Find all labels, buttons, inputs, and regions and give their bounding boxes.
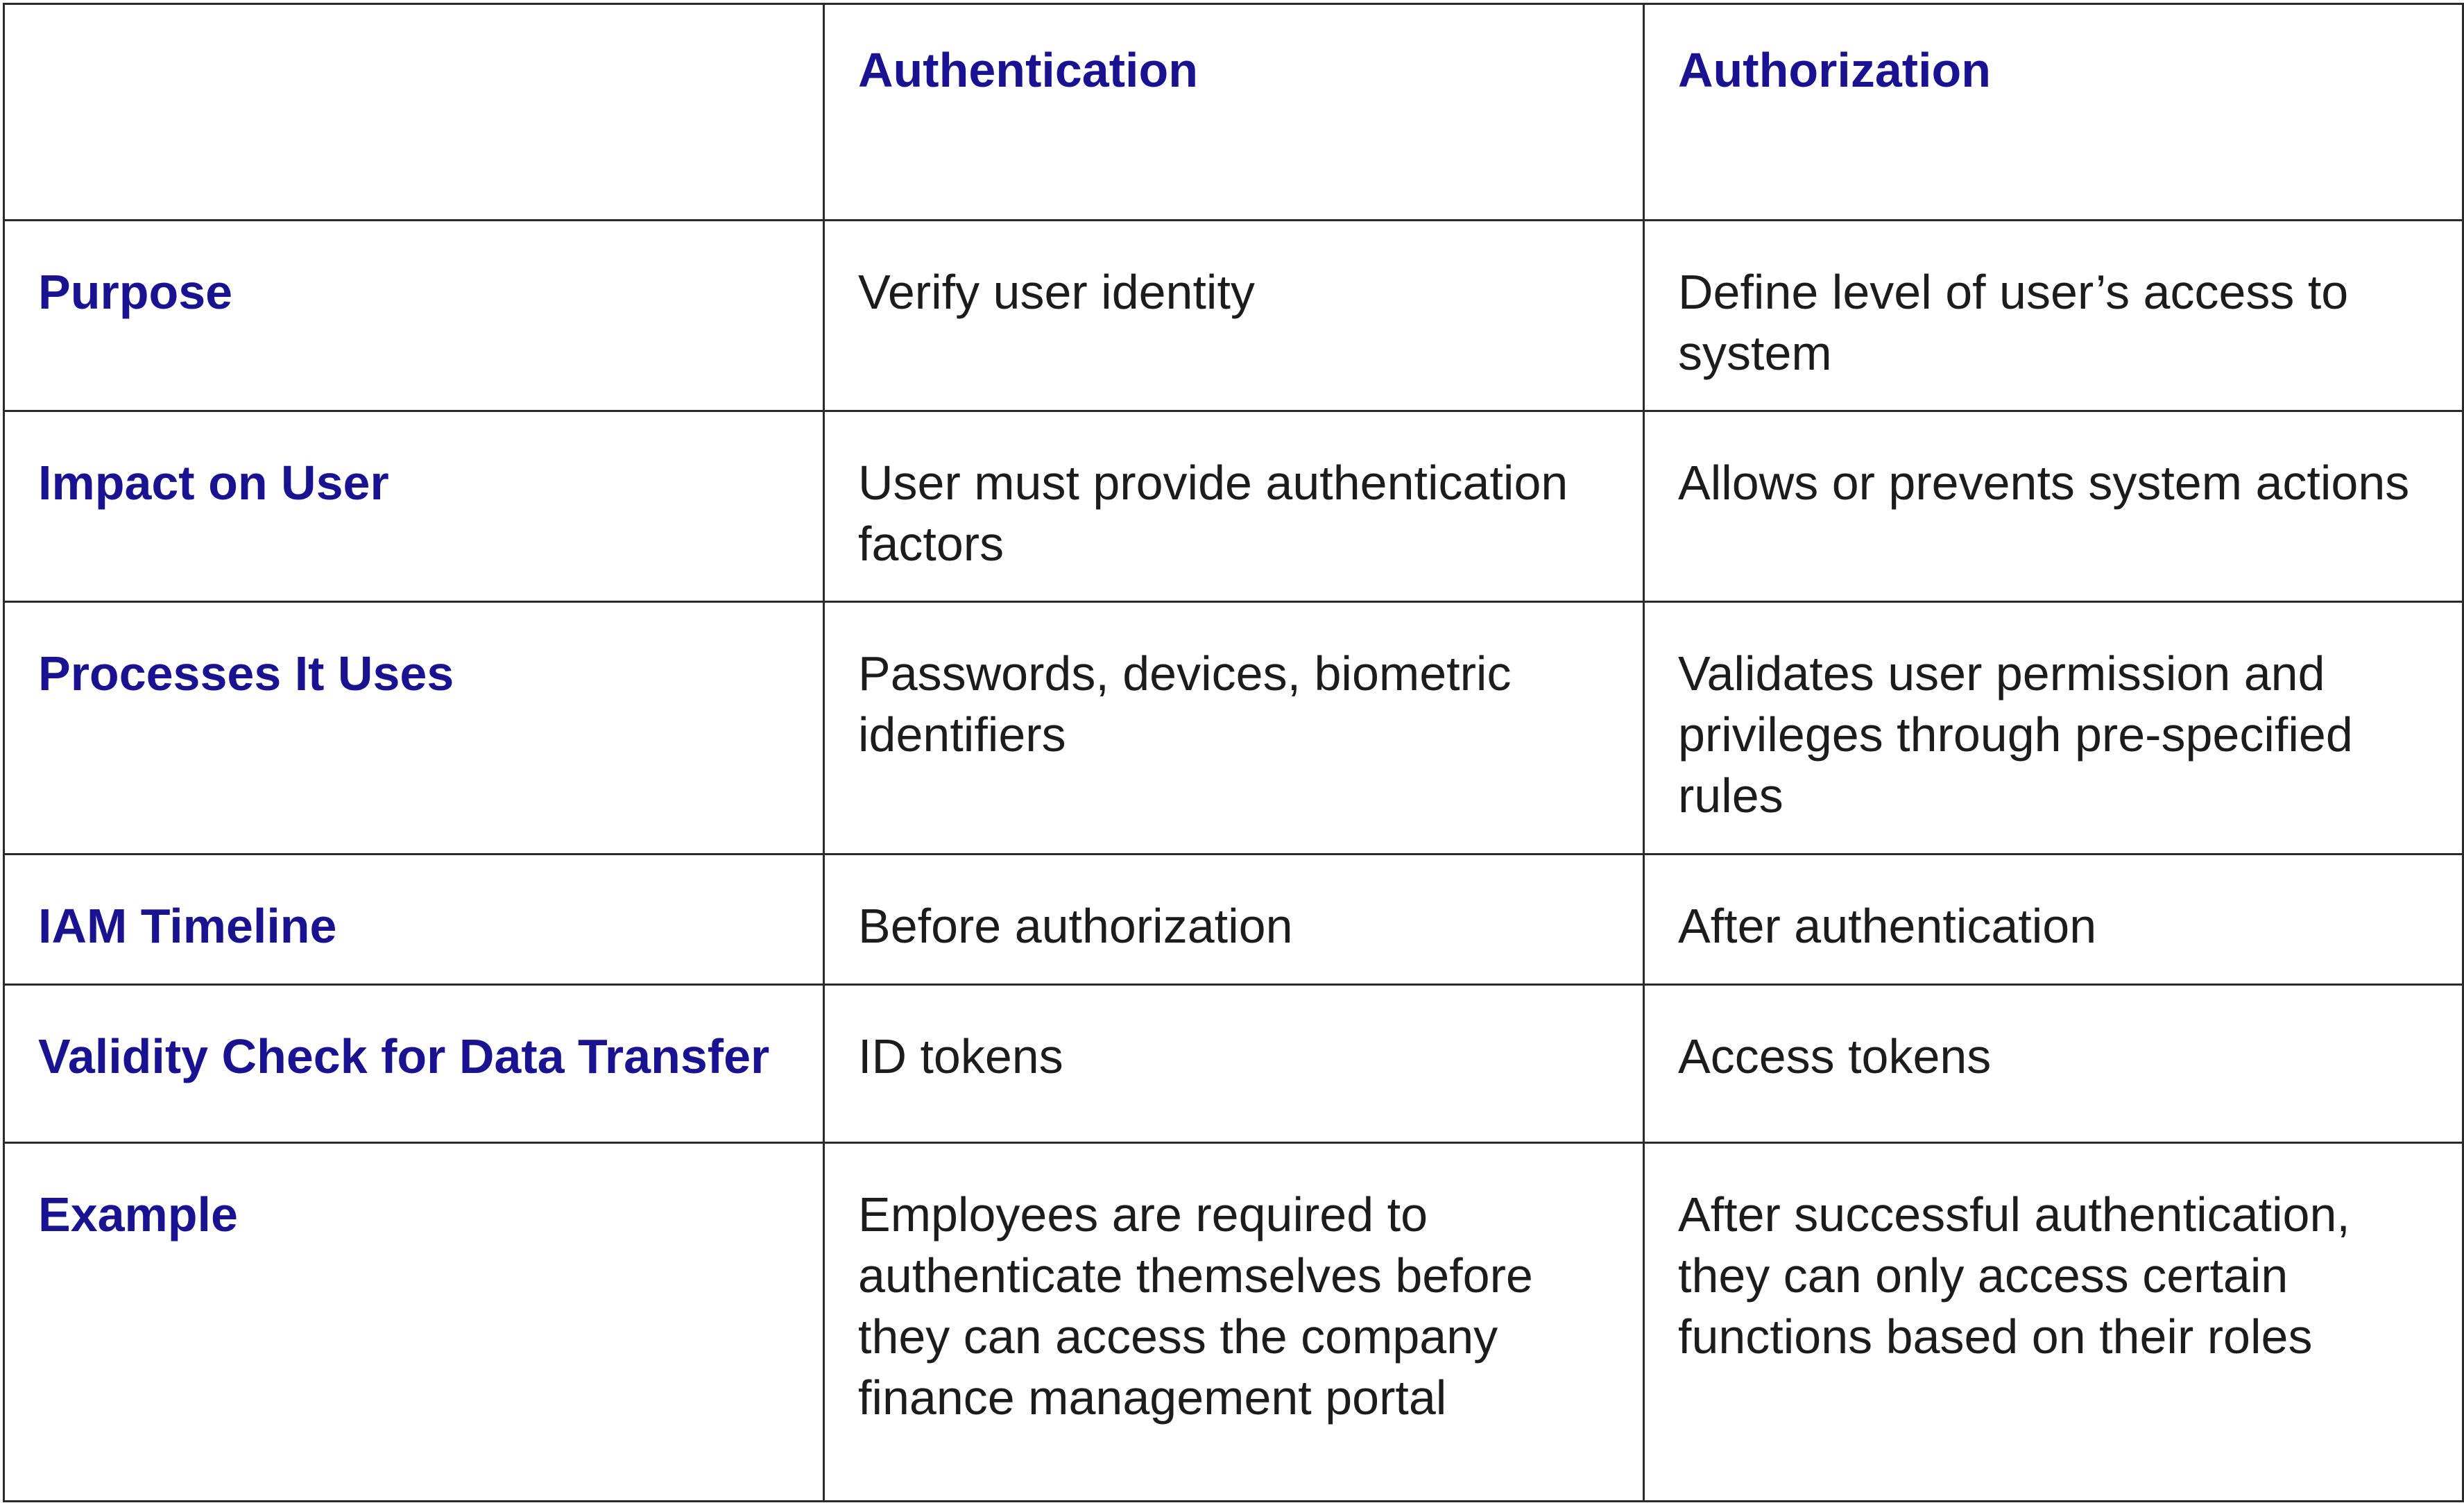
authentication-cell: Verify user identity <box>823 219 1645 412</box>
table-row-iam-timeline: IAM Timeline Before authorization After … <box>3 853 2464 986</box>
table-row-validity-check: Validity Check for Data Transfer ID toke… <box>3 984 2464 1144</box>
header-row: Authentication Authorization <box>3 3 2464 221</box>
table-row-example: Example Employees are required to authen… <box>3 1142 2464 1502</box>
table-row-processes: Processes It Uses Passwords, devices, bi… <box>3 601 2464 855</box>
authentication-cell: Passwords, devices, biometric identifier… <box>823 601 1645 855</box>
row-label: Validity Check for Data Transfer <box>3 984 825 1144</box>
authorization-cell: Allows or prevents system actions <box>1643 410 2464 603</box>
authorization-cell: Define level of user’s access to system <box>1643 219 2464 412</box>
table-row-impact-on-user: Impact on User User must provide authent… <box>3 410 2464 603</box>
header-empty-cell <box>3 3 825 221</box>
row-label: Purpose <box>3 219 825 412</box>
row-label: Example <box>3 1142 825 1502</box>
authorization-cell: Access tokens <box>1643 984 2464 1144</box>
authentication-cell: ID tokens <box>823 984 1645 1144</box>
authorization-cell: After authentication <box>1643 853 2464 986</box>
row-label: IAM Timeline <box>3 853 825 986</box>
authorization-cell: After successful authentication, they ca… <box>1643 1142 2464 1502</box>
comparison-table: Authentication Authorization Purpose Ver… <box>3 3 2464 1502</box>
header-authentication: Authentication <box>823 3 1645 221</box>
authentication-cell: Before authorization <box>823 853 1645 986</box>
row-label: Impact on User <box>3 410 825 603</box>
authorization-cell: Validates user permission and privileges… <box>1643 601 2464 855</box>
row-label: Processes It Uses <box>3 601 825 855</box>
header-authorization: Authorization <box>1643 3 2464 221</box>
authentication-cell: User must provide authentication factors <box>823 410 1645 603</box>
table-row-purpose: Purpose Verify user identity Define leve… <box>3 219 2464 412</box>
authentication-cell: Employees are required to authenticate t… <box>823 1142 1645 1502</box>
